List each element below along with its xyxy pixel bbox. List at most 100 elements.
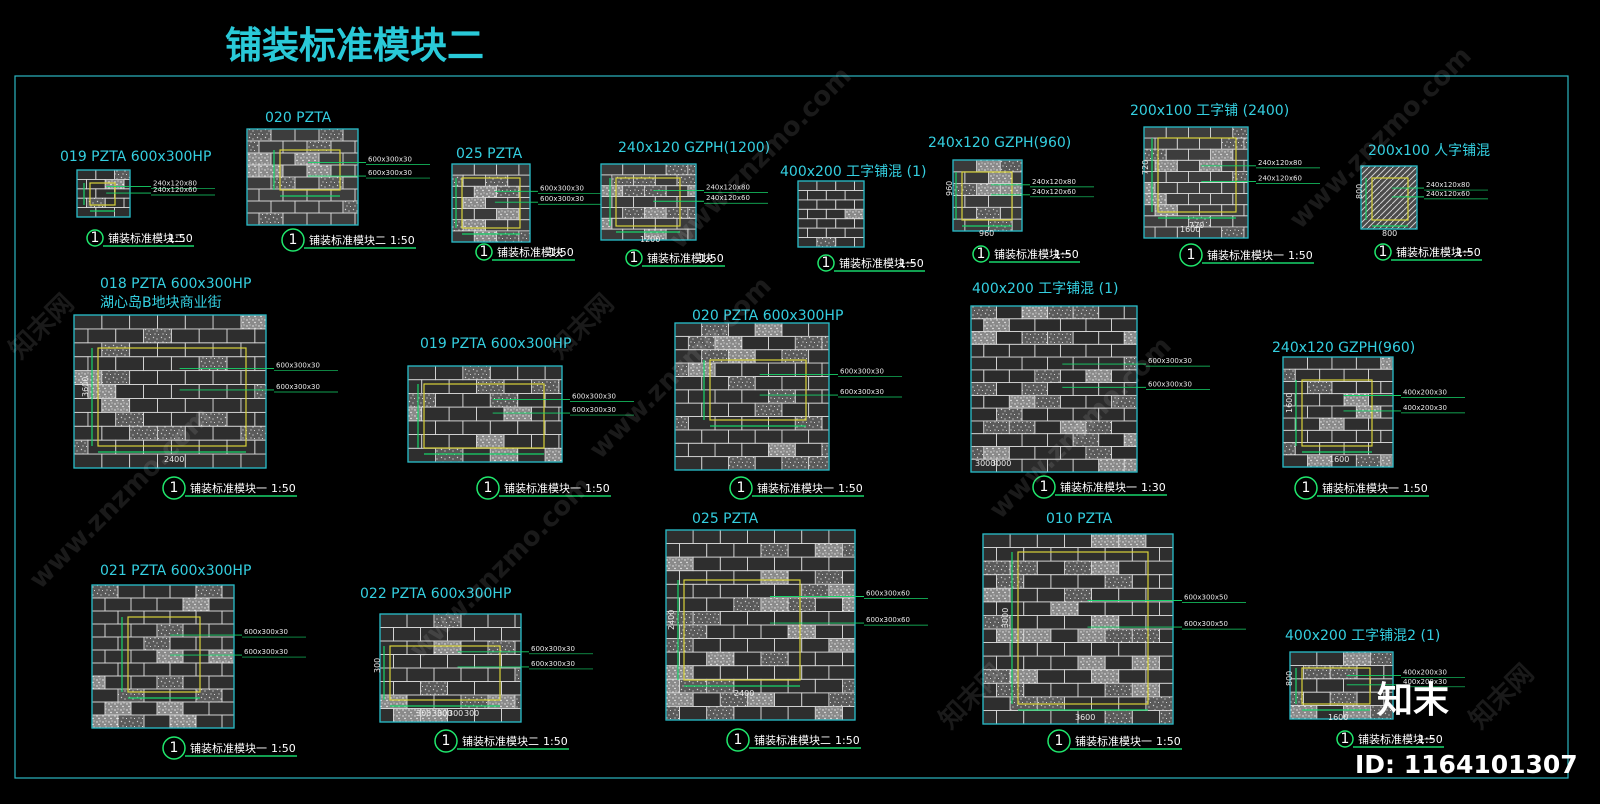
paving-brick (1319, 418, 1345, 431)
paving-brick (644, 229, 667, 240)
paving-brick (515, 695, 521, 709)
detail-number-circle (162, 476, 186, 500)
paving-brick (1060, 420, 1086, 434)
paving-brick (666, 638, 694, 653)
paving-brick (1232, 127, 1248, 139)
paving-brick (761, 597, 789, 612)
paving-brick (271, 177, 295, 189)
detail-number-circle (817, 254, 835, 272)
paving-brick (666, 692, 694, 707)
paving-brick (1022, 331, 1048, 345)
module-label: 400x200 工字铺混2 (1) (1285, 628, 1440, 644)
paving-brick (1356, 405, 1381, 419)
paving-brick (828, 584, 855, 598)
paving-brick (1073, 433, 1099, 447)
paving-brick (983, 446, 1010, 460)
paving-brick (196, 585, 222, 598)
paving-brick (92, 676, 105, 689)
paving-brick (1124, 433, 1137, 447)
paving-brick (1009, 395, 1035, 409)
paving-brick (611, 174, 634, 186)
detail-number-circle (1032, 475, 1056, 499)
leader-note: 600x300x30 (1148, 380, 1192, 388)
paving-brick (476, 379, 504, 394)
paving-brick (1344, 393, 1369, 406)
paving-brick (1132, 656, 1160, 670)
paving-brick (1091, 561, 1119, 575)
paving-brick (420, 708, 448, 722)
paving-module-b13: 240x120 GZPH(960)16001600400x200x30400x2… (1272, 340, 1465, 500)
detail-caption: 铺装标准模块一 (994, 247, 1071, 261)
leader-note: 600x300x30 (244, 628, 288, 636)
leader-note: 240x120x60 (706, 194, 750, 202)
detail-scale: 1:50 (899, 257, 924, 270)
paving-brick (1343, 652, 1371, 666)
detail-number: 1 (630, 250, 639, 266)
paving-swatch-frame (73, 314, 267, 469)
paving-brick (1124, 357, 1137, 370)
leader-note: 240x120x80 (706, 184, 750, 192)
paving-brick (531, 379, 559, 394)
paving-brick (633, 174, 656, 186)
paving-brick (393, 708, 421, 722)
detail-caption: 铺装标准模块一 (839, 256, 916, 270)
detail-scale: 1:50 (271, 742, 296, 755)
paving-brick (1155, 160, 1178, 172)
paving-brick (755, 323, 782, 337)
paving-brick (240, 315, 266, 329)
paving-brick (822, 336, 829, 350)
dimension-value: 960 (979, 229, 994, 238)
paving-brick (463, 197, 486, 209)
paving-brick (1283, 369, 1296, 382)
paving-swatch-frame (982, 533, 1174, 725)
paving-brick (953, 183, 977, 196)
detail-caption: 铺装标准模块二 (108, 231, 185, 245)
paving-brick (105, 702, 131, 715)
paving-brick (1155, 204, 1178, 216)
leader-note: 600x300x30 (368, 169, 412, 177)
leader-note: 400x200x30 (1403, 389, 1447, 397)
leader-note: 240x120x60 (1426, 190, 1470, 198)
paving-brick (688, 336, 716, 350)
paving-brick (1034, 369, 1061, 383)
paving-brick (996, 574, 1024, 589)
dimension-value: 1600 (1180, 225, 1200, 234)
paving-brick (808, 456, 829, 470)
paving-brick (1000, 183, 1022, 196)
dimension-value: 1200 (640, 235, 660, 244)
detail-number: 1 (1302, 480, 1311, 496)
paving-brick (996, 683, 1024, 697)
leader-note: 400x200x30 (1403, 678, 1447, 686)
leader-note: 600x300x30 (244, 648, 288, 656)
leader-note: 600x300x30 (368, 156, 412, 164)
paving-brick (461, 695, 488, 709)
leader-note: 400x200x30 (1403, 668, 1447, 676)
detail-caption: 铺装标准模块二 (462, 734, 539, 748)
paving-brick (701, 323, 729, 337)
paving-brick (842, 679, 855, 693)
paving-brick (733, 597, 761, 612)
paving-swatch-frame (970, 305, 1138, 473)
paving-brick (1307, 454, 1332, 467)
detail-caption: 铺装标准模块一 (190, 741, 267, 755)
paving-brick (666, 611, 694, 625)
dimension-value: 300 (373, 658, 382, 673)
module-outline (709, 359, 807, 421)
watermark-brand: 知末网 (544, 289, 620, 365)
dimension-value: 3000 (991, 459, 1011, 468)
paving-module-b09: 018 PZTA 600x300HP湖心岛B地块商业街24003600600x3… (73, 276, 338, 500)
paving-brick (988, 219, 1013, 231)
paving-brick (1380, 454, 1393, 467)
detail-scale: 1:50 (1403, 482, 1428, 495)
paving-brick (101, 342, 130, 357)
paving-brick (74, 370, 102, 385)
detail-number-circle (1047, 729, 1071, 753)
paving-brick (452, 219, 464, 231)
module-outline (127, 616, 201, 693)
detail-scale: 1:50 (390, 234, 415, 247)
paving-brick (1356, 454, 1381, 467)
paving-brick (971, 446, 984, 460)
dimension-value: 3000 (1001, 608, 1010, 628)
